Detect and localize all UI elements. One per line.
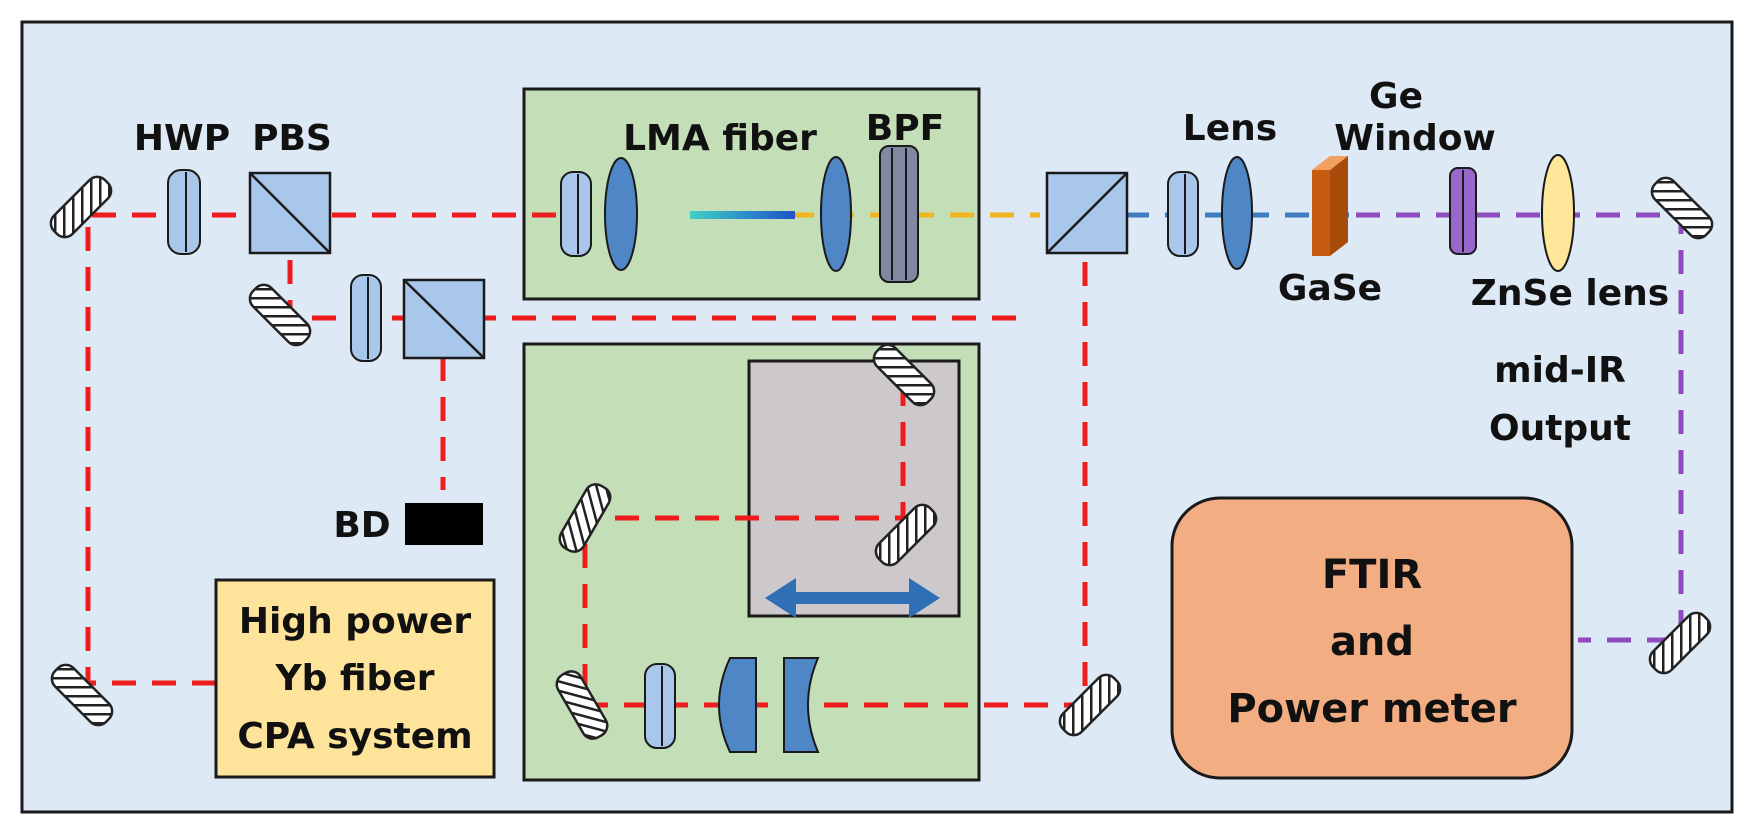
yb-cpa-source-box: [214, 578, 496, 779]
ftir-power-meter-box: [1170, 496, 1574, 780]
hwp-waveplate-icon: [167, 169, 201, 255]
label-yb-line2: Yb fiber: [275, 658, 435, 699]
label-ftir: FTIR: [1322, 552, 1422, 598]
attenuator-waveplate-icon: [350, 274, 382, 362]
label-lma-fiber: LMA fiber: [623, 118, 817, 159]
plano-convex-lens-icon: [718, 657, 757, 753]
ge-window-icon: [1449, 167, 1477, 255]
label-mid-ir: mid-IR: [1494, 350, 1626, 391]
label-and: and: [1330, 619, 1414, 665]
fiber-input-waveplate-icon: [560, 171, 592, 257]
label-bpf: BPF: [866, 108, 944, 149]
label-znse-lens: ZnSe lens: [1471, 273, 1669, 314]
delay-waveplate-icon: [644, 663, 676, 749]
attenuator-pbs-cube-icon: [402, 278, 486, 360]
beam-dump-icon: [405, 503, 483, 545]
focusing-lens-icon: [1221, 156, 1253, 270]
pump-waveplate-icon: [1167, 171, 1199, 257]
label-hwp: HWP: [134, 118, 230, 159]
fiber-coupling-lens-icon: [604, 157, 638, 271]
double-arrow-icon: [765, 578, 940, 618]
lma-fiber: [690, 211, 795, 219]
pbs-cube-icon: [248, 171, 332, 255]
bpf-filter-icon: [879, 145, 919, 283]
label-yb-line1: High power: [239, 601, 472, 642]
label-yb-line3: CPA system: [237, 716, 472, 757]
fiber-collimating-lens-icon: [820, 156, 852, 272]
label-bd: BD: [333, 505, 390, 546]
plano-concave-lens-icon: [783, 657, 820, 753]
label-output: Output: [1489, 408, 1631, 449]
label-ge: Ge: [1369, 76, 1423, 117]
label-pbs: PBS: [252, 118, 332, 159]
mid-ir-beam: [1356, 212, 1684, 643]
gase-crystal-icon: [1312, 156, 1348, 256]
label-gase: GaSe: [1278, 268, 1382, 309]
label-window: Window: [1334, 118, 1495, 159]
znse-lens-icon: [1541, 154, 1575, 272]
label-lens: Lens: [1183, 108, 1277, 149]
combiner-cube-icon: [1045, 171, 1129, 255]
label-power-meter: Power meter: [1227, 686, 1517, 732]
